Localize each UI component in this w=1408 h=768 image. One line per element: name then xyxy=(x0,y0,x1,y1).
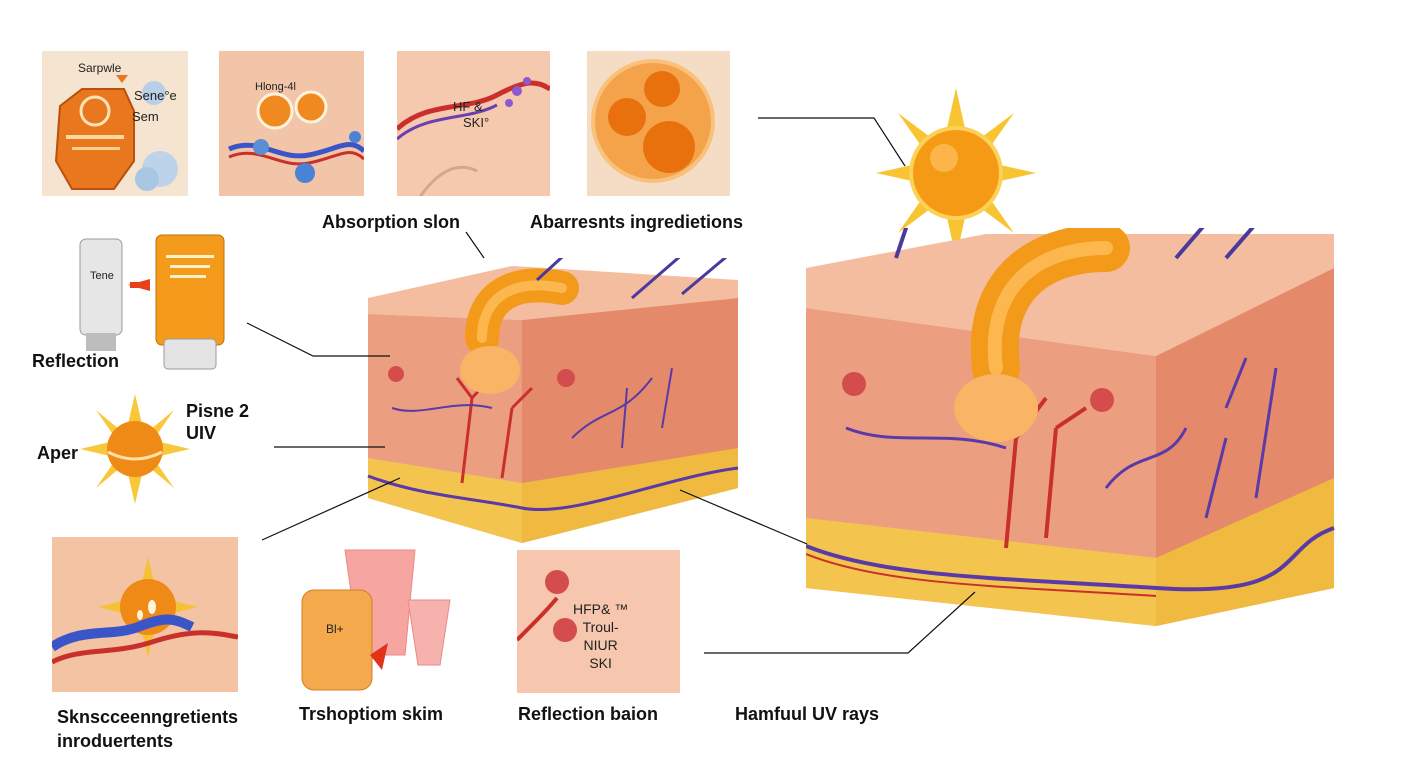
sun-skin-illustration xyxy=(52,557,238,665)
label-reflection: Reflection xyxy=(32,351,120,371)
hexagon-illustration xyxy=(54,75,178,191)
skin-block-small xyxy=(367,258,739,543)
panel-skin-vesicles: Hlong-4l xyxy=(219,51,364,196)
tube-label-text: Tene xyxy=(90,270,114,282)
sun-small-icon xyxy=(80,394,190,504)
label-pisne: Pisne 2 UIV xyxy=(186,401,250,443)
label-sknscreen: Sknscceenngretients inroduertents xyxy=(57,707,239,751)
label-abarresnts: Abarresnts ingredietions xyxy=(530,212,744,232)
panel-reflection: HFP& ™ Troul- NIUR SKI xyxy=(517,550,680,693)
sun-icon xyxy=(876,88,1036,258)
panel3-text-ski: SKI° xyxy=(463,115,490,130)
panel-sun-skin xyxy=(52,537,238,692)
panel-sunscreen-hexagon: Sarpwle Sene°e Sem xyxy=(42,51,188,196)
panel1-text-sarpwle: Sarpwle xyxy=(78,61,122,75)
panel-cell-cluster xyxy=(587,51,730,196)
skin-samples-illustration xyxy=(301,549,451,691)
panel-skin-vessel: HF & SKI° xyxy=(397,51,550,196)
label-absorption: Absorption slon xyxy=(322,212,460,232)
cell-cluster-illustration xyxy=(591,59,715,183)
panel3-text-hf: HF & xyxy=(453,99,483,114)
bottle-label-text: Bl+ xyxy=(326,622,344,636)
label-reflection-baion: Reflection baion xyxy=(518,704,659,724)
label-harmful-uv: Hamfuul UV rays xyxy=(735,704,880,724)
skin-block-large xyxy=(806,228,1335,626)
panel1-text-senee: Sene°e xyxy=(134,88,177,103)
sunscreen-tubes-illustration xyxy=(79,234,225,370)
label-aper: Aper xyxy=(37,443,79,463)
panel2-text-hlong: Hlong-4l xyxy=(255,81,296,93)
label-trshoptiom: Trshoptiom skim xyxy=(299,704,444,724)
panel1-text-sem: Sem xyxy=(132,109,159,124)
connector-absorption xyxy=(465,231,485,259)
vessel-illustration xyxy=(397,77,550,196)
reflection-vessel-illustration xyxy=(517,570,577,642)
vesicle-illustration xyxy=(228,90,364,183)
reflection-panel-text: HFP& ™ Troul- NIUR SKI xyxy=(573,601,629,671)
